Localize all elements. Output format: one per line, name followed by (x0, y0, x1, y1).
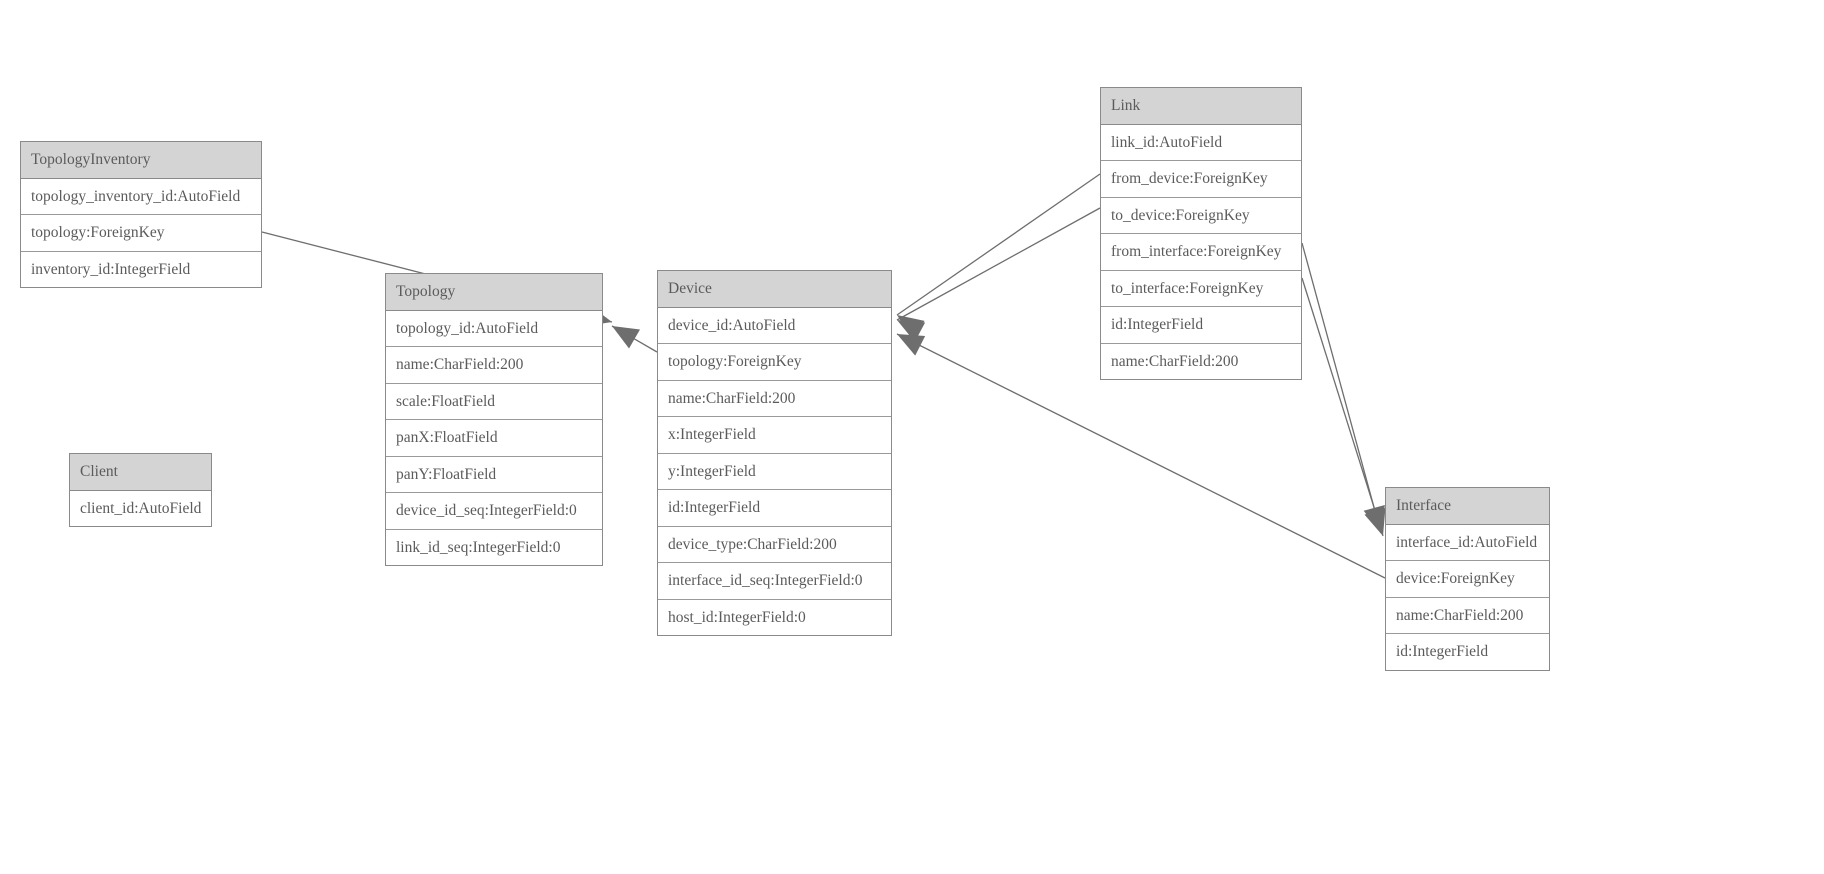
relationship-line-device-topology (611, 325, 658, 353)
entity-field-row[interactable]: device_id:AutoField (658, 307, 891, 344)
entity-field-row[interactable]: id:IntegerField (1386, 634, 1549, 670)
entity-field-row[interactable]: inventory_id:IntegerField (21, 251, 261, 287)
entity-field-row[interactable]: interface_id_seq:IntegerField:0 (658, 563, 891, 600)
relationship-arrowhead-interface-device (897, 334, 926, 356)
entity-field-row[interactable]: device_id_seq:IntegerField:0 (386, 493, 602, 530)
relationship-line-link-from_device (896, 173, 1101, 316)
entity-field-row[interactable]: topology_id:AutoField (386, 310, 602, 347)
entity-field-row[interactable]: client_id:AutoField (70, 490, 211, 526)
entity-field-row[interactable]: name:CharField:200 (1101, 343, 1301, 379)
entity-field-row[interactable]: link_id_seq:IntegerField:0 (386, 529, 602, 565)
entity-field-row[interactable]: topology_inventory_id:AutoField (21, 178, 261, 215)
relationship-arrowhead-link-to_device (897, 320, 926, 342)
entity-field-row[interactable]: device:ForeignKey (1386, 561, 1549, 598)
entity-field-row[interactable]: topology:ForeignKey (658, 344, 891, 381)
entity-fields-client: client_id:AutoField (70, 490, 211, 526)
entity-title-client: Client (70, 454, 211, 491)
entity-field-row[interactable]: x:IntegerField (658, 417, 891, 454)
entity-field-row[interactable]: scale:FloatField (386, 383, 602, 420)
entity-field-row[interactable]: from_interface:ForeignKey (1101, 234, 1301, 271)
entity-field-row[interactable]: host_id:IntegerField:0 (658, 599, 891, 635)
entity-field-row[interactable]: name:CharField:200 (1386, 597, 1549, 634)
entity-field-row[interactable]: to_interface:ForeignKey (1101, 270, 1301, 307)
entity-field-row[interactable]: y:IntegerField (658, 453, 891, 490)
relationship-line-link-to_interface (1301, 277, 1384, 537)
relationship-line-link-to_device (896, 207, 1101, 321)
relationship-arrowhead-link-from_device (897, 315, 925, 339)
entity-field-row[interactable]: name:CharField:200 (386, 347, 602, 384)
entity-title-topology_inventory: TopologyInventory (21, 142, 261, 179)
entity-field-row[interactable]: to_device:ForeignKey (1101, 197, 1301, 234)
relationship-line-link-from_interface (1301, 242, 1382, 534)
entity-field-row[interactable]: from_device:ForeignKey (1101, 161, 1301, 198)
entity-title-link: Link (1101, 88, 1301, 125)
entity-field-row[interactable]: device_type:CharField:200 (658, 526, 891, 563)
entity-field-row[interactable]: id:IntegerField (1101, 307, 1301, 344)
entity-field-row[interactable]: link_id:AutoField (1101, 124, 1301, 161)
entity-field-row[interactable]: panY:FloatField (386, 456, 602, 493)
entity-field-row[interactable]: id:IntegerField (658, 490, 891, 527)
entity-field-row[interactable]: panX:FloatField (386, 420, 602, 457)
entity-field-row[interactable]: topology:ForeignKey (21, 215, 261, 252)
entity-field-row[interactable]: interface_id:AutoField (1386, 524, 1549, 561)
relationship-arrowhead-device-topology (612, 326, 641, 349)
entity-title-device: Device (658, 271, 891, 308)
entity-field-row[interactable]: name:CharField:200 (658, 380, 891, 417)
entity-title-topology: Topology (386, 274, 602, 311)
entity-title-interface: Interface (1386, 488, 1549, 525)
